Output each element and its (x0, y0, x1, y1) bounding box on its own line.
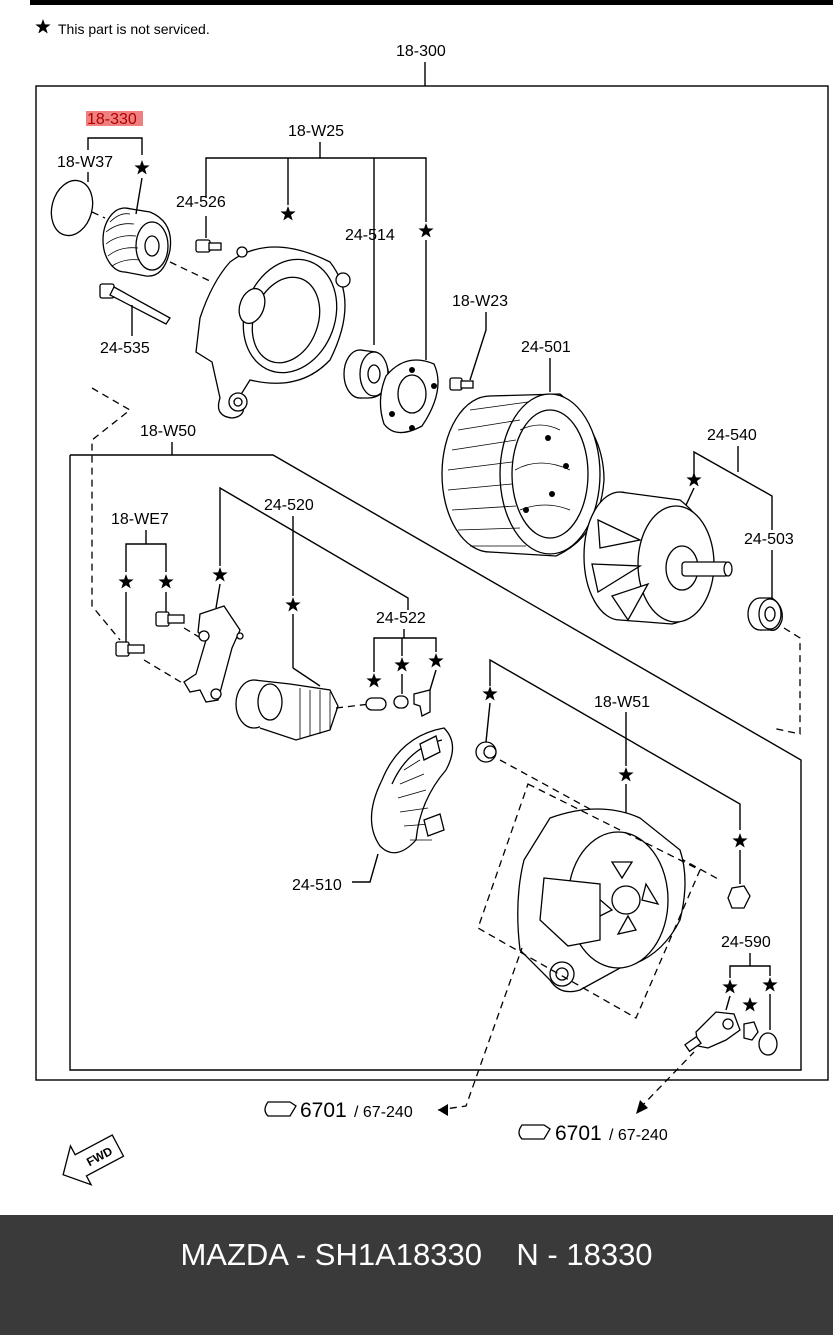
bearing-24-503 (747, 597, 783, 631)
seal-ring (50, 179, 94, 237)
label-24-514: 24-514 (345, 227, 395, 244)
bearing-24-514 (343, 349, 390, 399)
footer-bar: MAZDA - SH1A18330 N - 18330 (0, 1215, 833, 1335)
label-24-503: 24-503 (744, 531, 794, 548)
screw-18-W23 (449, 377, 474, 391)
nut-18-W51 (475, 741, 497, 763)
assembly-frame (35, 85, 829, 1081)
screw-18-WE7-b (115, 641, 145, 657)
star-icon (482, 686, 498, 701)
star-icon (762, 977, 778, 992)
star-icon (686, 472, 702, 487)
ref-2-sub: / 67-240 (609, 1127, 668, 1144)
label-24-535: 24-535 (100, 340, 150, 357)
label-24-522: 24-522 (376, 610, 426, 627)
top-border (30, 0, 833, 5)
screw-18-WE7-a (155, 611, 185, 627)
label-24-590: 24-590 (721, 934, 771, 951)
label-24-501: 24-501 (521, 339, 571, 356)
star-icon (118, 574, 134, 589)
terminal-24-590 (684, 1011, 778, 1056)
not-serviced-star-icon (35, 19, 51, 34)
through-bolt-24-535 (99, 283, 171, 325)
label-18-330: 18-330 (87, 111, 137, 128)
bolt-24-526 (195, 239, 222, 253)
star-icon (134, 160, 150, 175)
pointing-hand-icon (518, 1124, 551, 1140)
star-icon (158, 574, 174, 589)
pointing-hand-icon (264, 1101, 297, 1117)
label-24-540: 24-540 (707, 427, 757, 444)
legend-text: This part is not serviced. (58, 21, 210, 37)
label-18-WE7: 18-WE7 (111, 511, 169, 528)
label-18-W25: 18-W25 (288, 123, 344, 140)
alternator-exploded-diagram: This part is not serviced. 18-300 18-W50… (30, 0, 833, 1186)
label-24-526: 24-526 (176, 194, 226, 211)
brushes-24-522 (365, 689, 431, 717)
terminal-bracket (183, 605, 244, 703)
star-icon (618, 767, 634, 782)
subassembly-frame (69, 454, 802, 1071)
star-icon (742, 997, 758, 1012)
star-icon (366, 673, 382, 688)
label-18-W51: 18-W51 (594, 694, 650, 711)
label-24-510: 24-510 (292, 877, 342, 894)
rotor-24-540 (583, 491, 733, 625)
star-icon (212, 567, 228, 582)
pulley (102, 207, 172, 277)
fwd-arrow-icon: FWD (62, 1134, 125, 1186)
reference-2: 6701 / 67-240 (518, 1122, 668, 1145)
front-housing (195, 246, 351, 419)
ref-1-sub: / 67-240 (354, 1104, 413, 1121)
ref-2-main: 6701 (555, 1122, 602, 1145)
cover-guide (477, 783, 701, 1019)
part-number-caption: MAZDA - SH1A18330 N - 18330 (180, 1237, 653, 1272)
highlight-box (86, 111, 143, 126)
star-icon (722, 979, 738, 994)
ref-1-main: 6701 (300, 1099, 347, 1122)
star-icon (280, 206, 296, 221)
regulator-24-520 (235, 679, 339, 741)
nut-rear (727, 885, 751, 909)
star-icon (418, 223, 434, 238)
label-18-W50: 18-W50 (140, 423, 196, 440)
star-icon (732, 833, 748, 848)
stator-24-501 (441, 393, 605, 557)
star-icon (285, 597, 301, 612)
reference-1: 6701 / 67-240 (264, 1099, 413, 1122)
label-18-W23: 18-W23 (452, 293, 508, 310)
label-18-W37: 18-W37 (57, 154, 113, 171)
label-24-520: 24-520 (264, 497, 314, 514)
rear-cover (517, 808, 686, 993)
rectifier-24-510 (370, 727, 454, 854)
star-icon (394, 657, 410, 672)
star-icon (428, 653, 444, 668)
label-18-300: 18-300 (396, 43, 446, 60)
retainer-plate (379, 359, 439, 434)
